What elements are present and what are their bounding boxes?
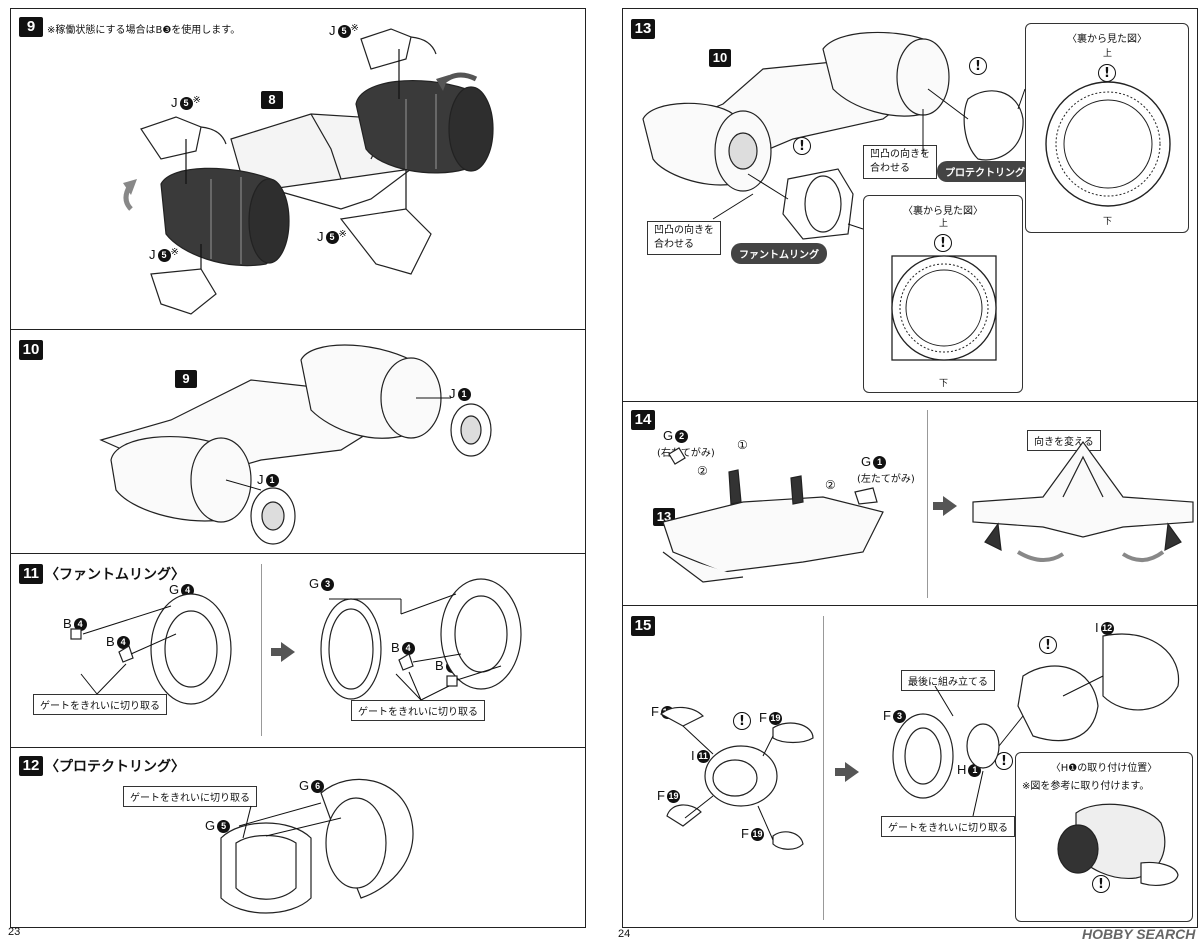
step-11-illustration — [70, 578, 522, 705]
next-arrow — [271, 642, 295, 662]
caution-icon: ! — [969, 57, 987, 75]
align-callout: 凹凸の向きを 合わせる — [863, 145, 937, 179]
caution-icon: ! — [934, 234, 952, 252]
ref-number: 10 — [709, 49, 731, 67]
step-note: ※稼働状態にする場合はB❸を使用します。 — [47, 25, 241, 36]
part-sublabel: (右たてがみ) — [657, 448, 715, 459]
step-order-2: ② — [697, 464, 708, 478]
step-15-panel: 15 F19 F19 I11 F19 F19 ! 最後に組み立てる F3 I12… — [622, 606, 1198, 928]
gate-callout: ゲートをきれいに切り取る — [351, 700, 485, 721]
step-15-illustration — [659, 633, 1180, 850]
step-14-panel: 14 G2 (右たてがみ) G1 (左たてがみ) ① ② ② ① 13 向きを変… — [622, 402, 1198, 606]
caution-icon: ! — [1092, 875, 1110, 893]
step-number: 11 — [19, 564, 43, 584]
part-sublabel: (左たてがみ) — [857, 474, 915, 485]
caution-icon: ! — [1039, 636, 1057, 654]
caution-icon: ! — [995, 752, 1013, 770]
right-page: 13 10 凹凸の向きを 合わせる プロテクトリング 凹凸の向きを 合わせる フ… — [612, 0, 1200, 942]
phantom-ring-label: ファントムリング — [731, 243, 827, 264]
watermark: HOBBY SEARCH — [1082, 926, 1196, 942]
step-9-illustration — [123, 28, 494, 315]
ref-number: 9 — [175, 370, 197, 388]
step-number: 14 — [631, 410, 655, 430]
protect-ring-back-view — [1045, 81, 1171, 207]
gate-callout: ゲートをきれいに切り取る — [123, 786, 257, 807]
divider — [261, 564, 262, 736]
step-order-2: ② — [825, 478, 836, 492]
inset-back-view-bottom: 〈裏から見た図〉 上 下 ! — [863, 195, 1023, 393]
step-10-illustration — [99, 344, 492, 545]
step-number: 15 — [631, 616, 655, 636]
last-assemble-callout: 最後に組み立てる — [901, 670, 995, 691]
caution-icon: ! — [733, 712, 751, 730]
next-arrow — [933, 496, 957, 516]
gate-callout: ゲートをきれいに切り取る — [881, 816, 1015, 837]
step-number: 9 — [19, 17, 43, 37]
phantom-ring-back-view — [891, 255, 997, 361]
step-13-illustration — [642, 31, 1026, 240]
step-title: 〈ファントムリング〉 — [45, 567, 185, 583]
next-arrow — [835, 762, 859, 782]
step-title: 〈プロテクトリング〉 — [45, 759, 185, 775]
step-number: 13 — [631, 19, 655, 39]
gate-callout: ゲートをきれいに切り取る — [33, 694, 167, 715]
step-number: 10 — [19, 340, 43, 360]
step-14-illustration — [662, 440, 1194, 583]
step-number: 12 — [19, 756, 43, 776]
step-order-1: ① — [737, 438, 748, 452]
inset-back-view-top: 〈裏から見た図〉 上 下 ! — [1025, 23, 1189, 233]
page-number: 23 — [8, 926, 21, 938]
step-12-illustration — [220, 778, 414, 914]
page-number: 24 — [618, 928, 631, 940]
h1-position-view — [1057, 803, 1179, 886]
align-callout: 凹凸の向きを 合わせる — [647, 221, 721, 255]
protect-ring-label: プロテクトリング — [937, 161, 1033, 182]
divider — [823, 616, 824, 920]
divider — [927, 410, 928, 598]
step-13-panel: 13 10 凹凸の向きを 合わせる プロテクトリング 凹凸の向きを 合わせる フ… — [622, 8, 1198, 402]
inset-h1-position: 〈H❶の取り付け位置〉 ※図を参考に取り付けます。 ! — [1015, 752, 1193, 922]
ref-number: 8 — [261, 91, 283, 109]
